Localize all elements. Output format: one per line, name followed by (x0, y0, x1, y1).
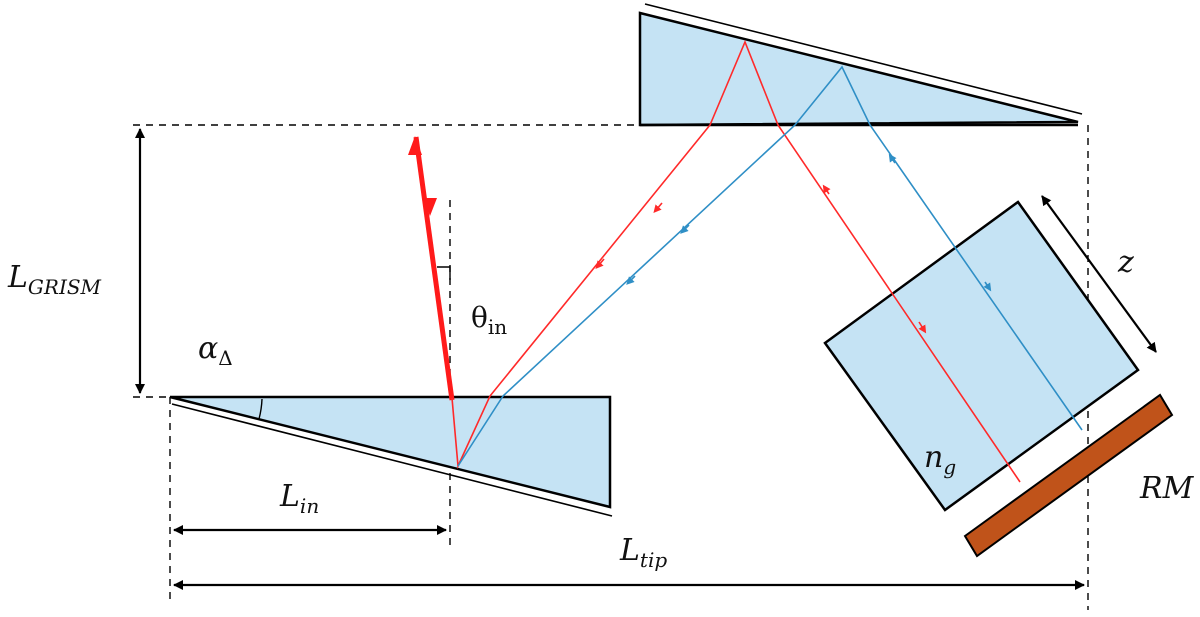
dimension-arrows (135, 128, 1157, 590)
blue-beam-dir-3 (888, 153, 897, 164)
top-prism-coating (644, 3, 1083, 115)
l-grism-label: LGRISM (7, 260, 102, 299)
bottom-prism (169, 395, 613, 517)
n-g-sub: g (943, 455, 956, 479)
bottom-prism-body (169, 395, 612, 509)
input-beam (408, 136, 455, 401)
l-grism-main: L (7, 260, 28, 295)
alpha-sub: Δ (218, 346, 232, 370)
l-grism-sub: GRISM (28, 275, 102, 299)
rm-label: RM (1139, 471, 1195, 506)
l-in-main: L (279, 479, 300, 514)
blue-beam-dir-1 (680, 224, 690, 234)
l-tip-label: Ltip (619, 533, 667, 572)
red-beam-dir-1 (653, 202, 663, 214)
bottom-prism-coating (171, 403, 613, 517)
alpha-angle-arc (258, 398, 263, 420)
alpha-main: α (198, 331, 218, 366)
red-beam-dir-3 (822, 184, 831, 195)
input-beam-arrow-up (408, 136, 422, 155)
theta-sub: in (488, 315, 507, 339)
l-in-label: Lin (279, 479, 319, 518)
red-beam-dir-4 (918, 321, 927, 334)
l-tip-sub: tip (640, 548, 667, 572)
theta-label: θin (471, 301, 507, 339)
blue-beam-path (457, 65, 1083, 467)
blue-beam-segment (457, 65, 1083, 467)
input-beam-line (413, 136, 455, 401)
rear-mirror (963, 393, 1174, 558)
n-g-main: n (924, 440, 943, 475)
red-beam-dir-2 (595, 258, 605, 270)
l-tip-main: L (619, 533, 640, 568)
theta-angle-marker (437, 266, 451, 280)
blue-beam-dir-2 (626, 275, 636, 285)
input-beam-arrow-down (423, 198, 437, 216)
labels: LGRISM αΔ θin Lin Ltip z ng RM (7, 245, 1195, 572)
l-in-sub: in (300, 494, 319, 518)
z-label: z (1117, 245, 1134, 280)
alpha-label: αΔ (198, 331, 233, 370)
rear-mirror-body (963, 393, 1174, 558)
top-prism (638, 3, 1083, 127)
top-prism-body (638, 11, 1079, 127)
blue-beam-dir-4 (983, 281, 992, 292)
z-arrow (1041, 195, 1157, 353)
theta-main: θ (471, 301, 488, 334)
n-g-label: ng (924, 440, 956, 479)
